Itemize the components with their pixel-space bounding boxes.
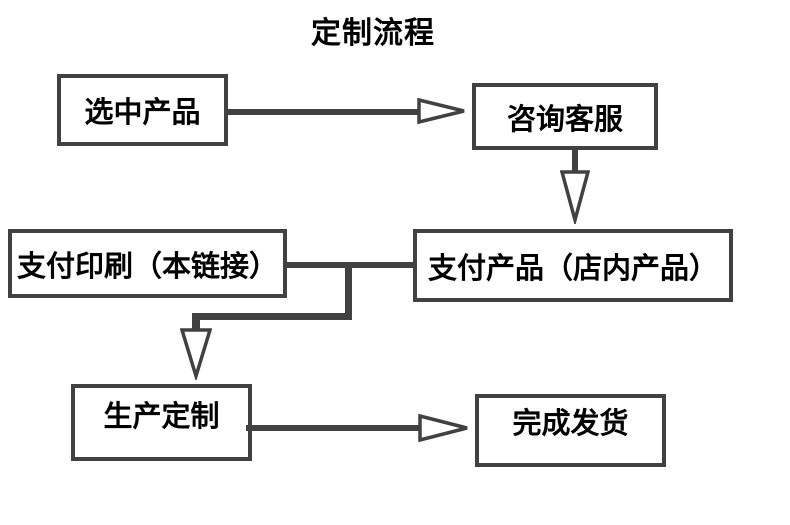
node-pay-printing-label: 支付印刷（本链接）: [16, 250, 278, 283]
arrowhead-right-icon: [417, 97, 468, 125]
node-select-product: 选中产品: [57, 74, 228, 146]
node-ship-complete-label: 完成发货: [512, 408, 629, 440]
connector-consult-to-payproduct: [572, 149, 578, 175]
connector-branch-stem: [192, 315, 200, 333]
connector-production-to-ship: [246, 425, 422, 431]
node-pay-product: 支付产品（店内产品）: [413, 229, 733, 302]
node-consult-service-label: 咨询客服: [506, 103, 623, 136]
node-pay-printing: 支付印刷（本链接）: [8, 229, 287, 298]
diagram-title: 定制流程: [311, 17, 435, 50]
arrowhead-down-icon: [560, 170, 590, 224]
node-pay-product-label: 支付产品（店内产品）: [427, 252, 718, 285]
node-consult-service: 咨询客服: [472, 83, 658, 150]
node-production-label: 生产定制: [103, 401, 220, 433]
node-select-product-label: 选中产品: [84, 97, 201, 129]
node-production: 生产定制: [71, 384, 252, 461]
node-ship-complete: 完成发货: [475, 394, 666, 467]
arrowhead-down-icon: [180, 328, 212, 380]
connector-branch-horizontal: [192, 313, 352, 320]
connector-select-to-consult: [226, 109, 420, 115]
arrowhead-right-icon: [418, 413, 470, 443]
connector-branch-vertical: [345, 264, 352, 320]
